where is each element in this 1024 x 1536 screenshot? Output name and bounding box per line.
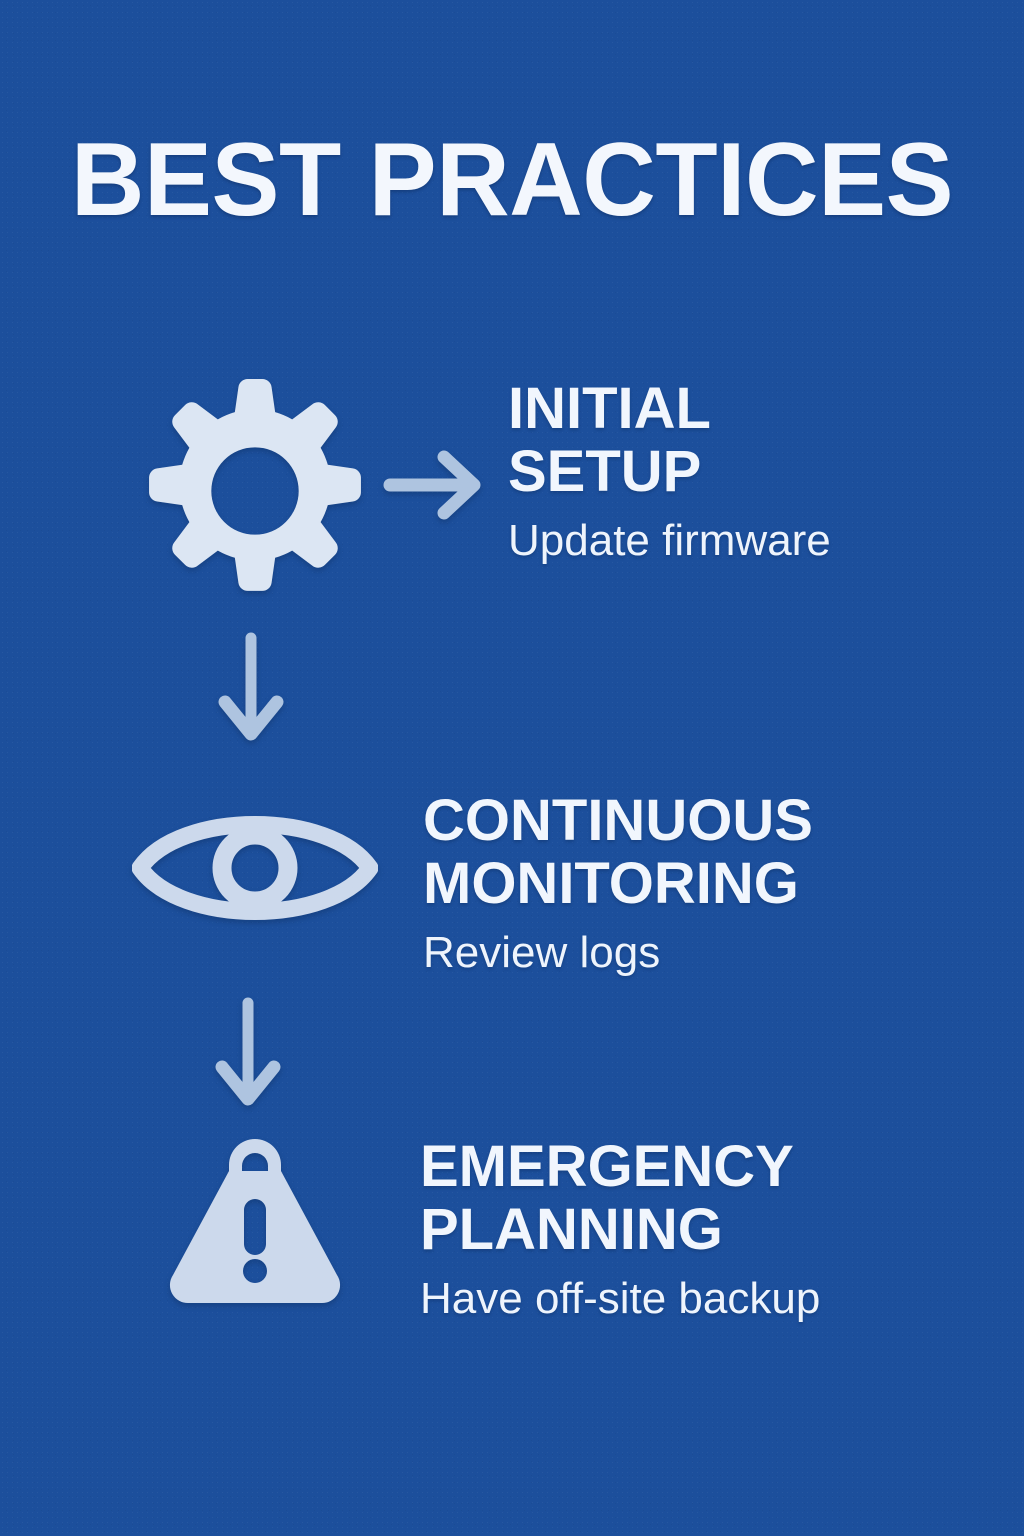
step-icon-slot	[130, 1136, 380, 1306]
step-icon-slot	[130, 378, 380, 603]
connector-arrow-down-2	[207, 995, 289, 1115]
eye-icon	[132, 816, 378, 920]
step-text-slot: EMERGENCY PLANNING Have off-site backup	[420, 1134, 821, 1324]
step-text-slot: INITIAL SETUP Update firmware	[508, 376, 831, 566]
connector-arrow-right	[382, 440, 492, 530]
step-subtitle: Have off-site backup	[420, 1274, 821, 1324]
arrow-down-icon	[218, 632, 284, 741]
step-text-slot: CONTINUOUS MONITORING Review logs	[423, 788, 813, 978]
arrow-down-icon	[215, 997, 281, 1106]
step-subtitle: Review logs	[423, 928, 661, 978]
step-heading: CONTINUOUS MONITORING	[423, 788, 813, 916]
warning-triangle-icon	[169, 1139, 341, 1304]
arrow-right-icon	[383, 450, 481, 520]
step-row-continuous-monitoring: CONTINUOUS MONITORING Review logs	[0, 788, 1024, 1005]
step-heading: EMERGENCY PLANNING	[420, 1134, 794, 1262]
gear-icon	[149, 378, 361, 591]
step-icon-slot	[130, 798, 380, 938]
page-title: BEST PRACTICES	[70, 122, 954, 238]
connector-arrow-down-1	[210, 630, 292, 750]
step-row-emergency-planning: EMERGENCY PLANNING Have off-site backup	[0, 1134, 1024, 1351]
step-row-initial-setup: INITIAL SETUP Update firmware	[0, 376, 1024, 628]
step-subtitle: Update firmware	[508, 516, 831, 566]
step-heading: INITIAL SETUP	[508, 376, 711, 504]
